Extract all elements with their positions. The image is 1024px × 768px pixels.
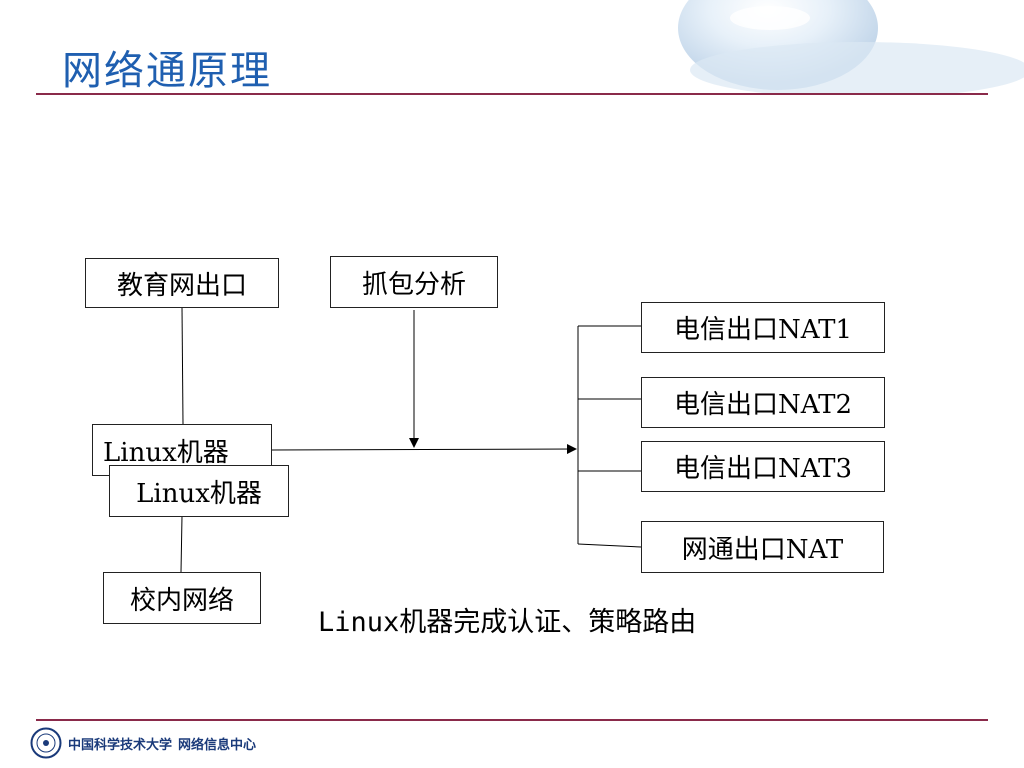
footer-rule [36, 719, 988, 721]
footer-org: 中国科学技术大学 [68, 737, 173, 753]
decorative-globe-image [678, 0, 1024, 94]
linux-to-campus-line [180, 515, 183, 573]
university-emblem-icon [30, 727, 62, 759]
campus-network-box: 校内网络 [103, 572, 261, 624]
telecom-nat3-box: 电信出口NAT3 [641, 441, 885, 492]
footer-dept: 网络信息中心 [178, 737, 257, 753]
netcom-nat-box: 网通出口NAT [641, 521, 884, 573]
footer: 中国科学技术大学 网络信息中心 [30, 727, 256, 759]
edu-to-linux-line [181, 306, 184, 425]
linux-to-nat-arrow [269, 444, 577, 455]
linux-machine-box-front: Linux机器 [109, 465, 289, 517]
edu-exit-box: 教育网出口 [85, 258, 279, 308]
telecom-nat1-box: 电信出口NAT1 [641, 302, 885, 353]
capture-analysis-box: 抓包分析 [330, 256, 498, 308]
telecom-nat2-box: 电信出口NAT2 [641, 377, 885, 428]
diagram-caption: Linux机器完成认证、策略路由 [318, 607, 697, 638]
branch-netcom [577, 543, 642, 548]
title-underline [36, 93, 988, 95]
page-title: 网络通原理 [62, 48, 272, 94]
